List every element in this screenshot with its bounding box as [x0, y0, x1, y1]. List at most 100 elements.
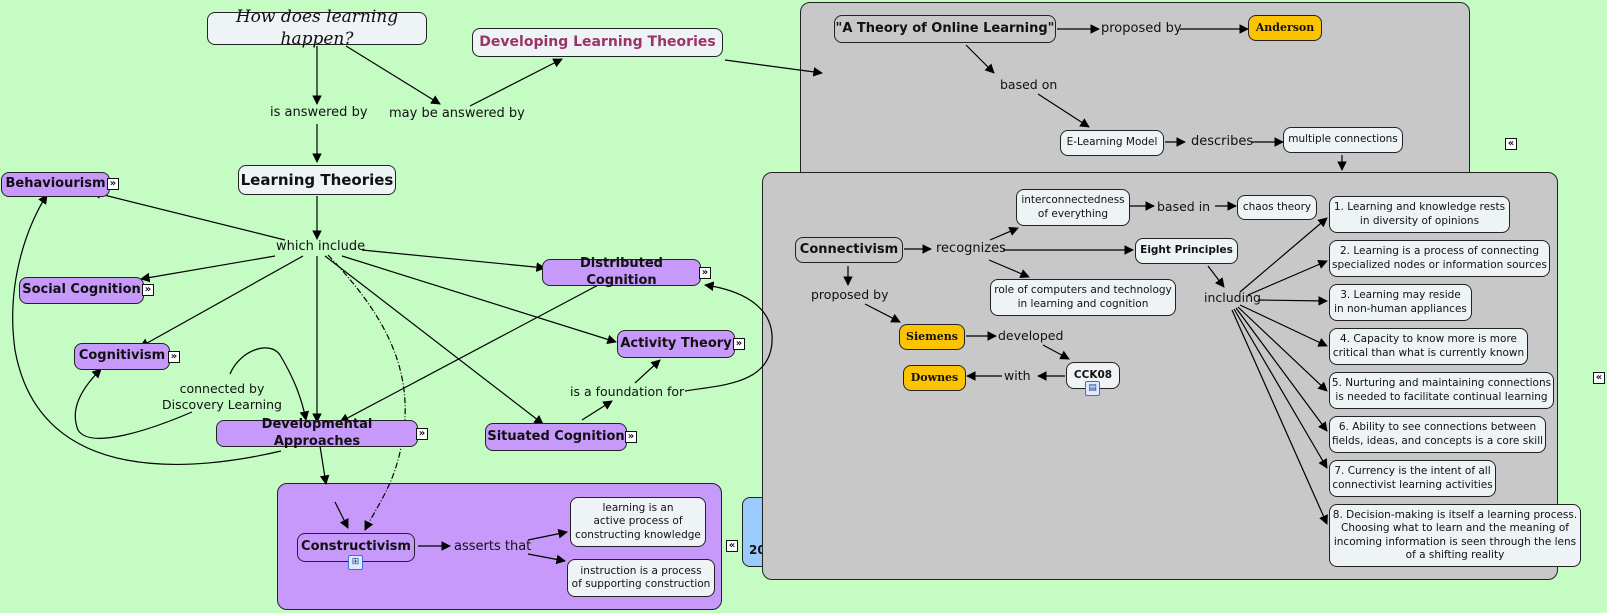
connectivism-node[interactable]: Connectivism: [795, 237, 903, 263]
eight-principles-label: Eight Principles: [1140, 244, 1233, 257]
link: [1237, 306, 1328, 392]
link: [864, 303, 901, 323]
link: [334, 501, 349, 529]
blue-partial-label: 20: [749, 543, 766, 557]
developmental-approaches-node[interactable]: Developmental Approaches: [216, 417, 418, 449]
instruction-process-label: instruction is a process of supporting c…: [571, 564, 711, 590]
principle-label: 1. Learning and knowledge rests in diver…: [1333, 201, 1506, 227]
distributed-cognition-label: Distributed Cognition: [580, 256, 663, 288]
linking-asserts-that: asserts that: [454, 539, 532, 554]
principle-node[interactable]: 4. Capacity to know more is more critica…: [1329, 328, 1528, 365]
situated-cognition-label: Situated Cognition: [487, 428, 625, 444]
document-resource-icon[interactable]: ▤: [1085, 381, 1100, 396]
principle-node[interactable]: 8. Decision-making is itself a learning …: [1329, 504, 1581, 567]
interconnectedness-node[interactable]: interconnectedness of everything: [1016, 189, 1130, 226]
situated-cognition-node[interactable]: Situated Cognition: [485, 423, 627, 451]
principle-node[interactable]: 5. Nurturing and maintaining connections…: [1329, 372, 1554, 409]
link: [581, 400, 613, 421]
multiple-connections-node[interactable]: multiple connections: [1283, 127, 1403, 153]
principle-node[interactable]: 6. Ability to see connections between fi…: [1329, 416, 1546, 453]
linking-proposed-by-anderson: proposed by: [1101, 21, 1182, 36]
link: [527, 529, 568, 541]
interconnectedness-label: interconnectedness of everything: [1021, 194, 1125, 220]
instruction-process-node[interactable]: instruction is a process of supporting c…: [567, 559, 715, 597]
linking-is-answered-by: is answered by: [270, 105, 368, 120]
distributed-cognition-node[interactable]: Distributed Cognition: [542, 256, 701, 288]
linking-which-include: which include: [276, 239, 366, 254]
linking-connected-by: connected by Discovery Learning: [162, 381, 282, 412]
principle-node[interactable]: 1. Learning and knowledge rests in diver…: [1329, 196, 1510, 233]
collapse-icon[interactable]: «: [1593, 372, 1605, 384]
link: [1231, 309, 1328, 525]
link: [988, 259, 1030, 279]
elearning-model-node[interactable]: E-Learning Model: [1060, 130, 1164, 156]
developing-theories-node[interactable]: Developing Learning Theories: [472, 28, 723, 57]
link: [527, 553, 566, 565]
anderson-label: Anderson: [1255, 21, 1315, 35]
link: [91, 189, 286, 241]
collapse-icon[interactable]: «: [726, 540, 738, 552]
linking-proposed-by-siemens: proposed by: [811, 287, 889, 302]
principle-node[interactable]: 2. Learning is a process of connecting s…: [1329, 240, 1550, 277]
principle-label: 5. Nurturing and maintaining connections…: [1331, 377, 1552, 403]
link-dashed: [327, 254, 406, 531]
linking-including: including: [1204, 290, 1261, 305]
downes-node[interactable]: Downes: [903, 365, 966, 391]
linking-based-on: based on: [1000, 77, 1058, 92]
anderson-node[interactable]: Anderson: [1248, 15, 1322, 41]
principle-label: 6. Ability to see connections between fi…: [1331, 421, 1544, 447]
online-theory-node[interactable]: "A Theory of Online Learning": [834, 15, 1056, 43]
expand-icon[interactable]: »: [733, 338, 745, 350]
cognitivism-label: Cognitivism: [78, 348, 166, 364]
principle-node[interactable]: 3. Learning may reside in non-human appl…: [1329, 284, 1472, 321]
concept-map-resource-icon[interactable]: ⊞: [348, 555, 363, 570]
active-process-node[interactable]: learning is an active process of constru…: [570, 497, 706, 547]
link: [341, 255, 617, 344]
constructivism-label: Constructivism: [301, 539, 411, 555]
linking-describes: describes: [1191, 134, 1254, 149]
cognitivism-node[interactable]: Cognitivism: [74, 343, 170, 370]
social-cognition-node[interactable]: Social Cognition: [19, 277, 144, 304]
principle-label: 2. Learning is a process of connecting s…: [1332, 245, 1547, 271]
expand-icon[interactable]: »: [142, 284, 154, 296]
link: [1235, 307, 1328, 432]
behaviourism-node[interactable]: Behaviourism: [1, 172, 110, 197]
siemens-label: Siemens: [906, 330, 958, 344]
principle-label: 4. Capacity to know more is more critica…: [1332, 333, 1525, 359]
chaos-theory-label: chaos theory: [1242, 200, 1312, 213]
activity-theory-label: Activity Theory: [620, 335, 732, 351]
collapse-icon[interactable]: «: [1505, 138, 1517, 150]
multiple-connections-label: multiple connections: [1288, 133, 1398, 146]
link: [1247, 260, 1328, 296]
downes-label: Downes: [910, 371, 959, 385]
question-node[interactable]: How does learning happen?: [207, 7, 427, 49]
link: [1257, 296, 1328, 306]
siemens-node[interactable]: Siemens: [899, 324, 965, 350]
principle-label: 8. Decision-making is itself a learning …: [1332, 509, 1578, 561]
expand-icon[interactable]: »: [107, 178, 119, 190]
eight-principles-node[interactable]: Eight Principles: [1135, 238, 1238, 264]
expand-icon[interactable]: »: [416, 428, 428, 440]
link: [319, 445, 330, 485]
link: [1239, 304, 1328, 347]
link: [1042, 344, 1070, 360]
link: [724, 59, 823, 77]
expand-icon[interactable]: »: [625, 431, 637, 443]
role-computers-node[interactable]: role of computers and technology in lear…: [990, 279, 1176, 316]
activity-theory-node[interactable]: Activity Theory: [617, 330, 735, 358]
linking-may-be-answered-by: may be answered by: [389, 106, 525, 121]
link: [684, 281, 773, 392]
link: [229, 347, 310, 421]
role-computers-label: role of computers and technology in lear…: [994, 284, 1172, 310]
link: [12, 194, 282, 466]
learning-theories-node[interactable]: Learning Theories: [238, 165, 396, 195]
expand-icon[interactable]: »: [699, 267, 711, 279]
link: [74, 368, 193, 439]
linking-with: with: [1004, 368, 1031, 383]
online-theory-label: "A Theory of Online Learning": [835, 20, 1055, 36]
link: [965, 44, 995, 74]
chaos-theory-node[interactable]: chaos theory: [1237, 195, 1317, 220]
expand-icon[interactable]: »: [168, 351, 180, 363]
principle-node[interactable]: 7. Currency is the intent of all connect…: [1329, 460, 1496, 497]
